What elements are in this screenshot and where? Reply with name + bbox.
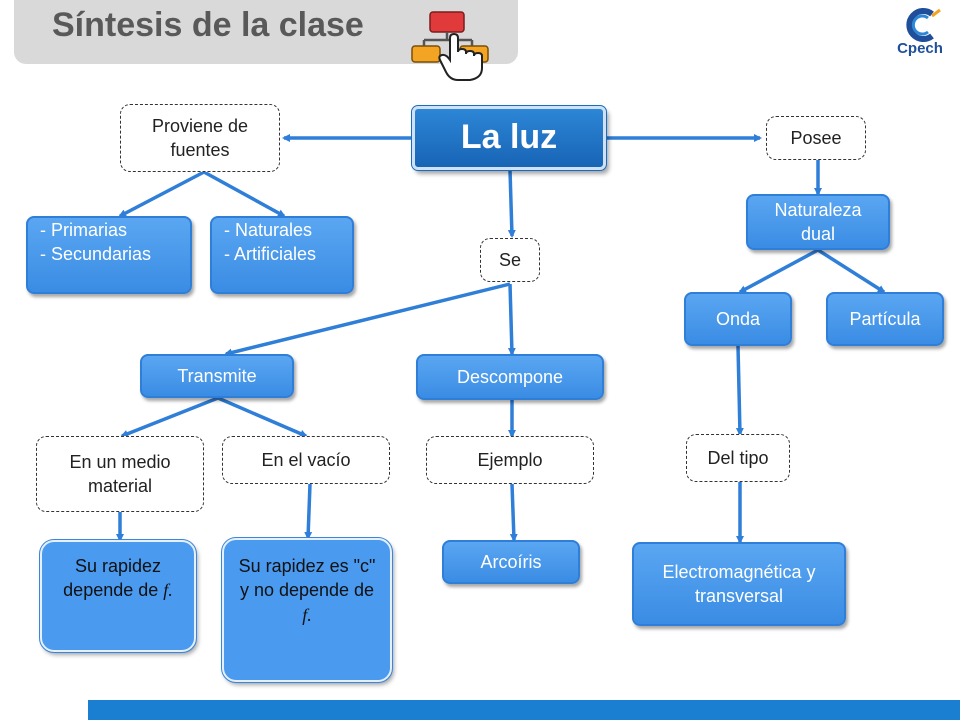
primarias-line-1: - Primarias <box>40 220 128 240</box>
edge-proviene-naturales <box>203 170 286 218</box>
naturales-line-1: - Naturales <box>224 220 313 240</box>
node-descompone: Descompone <box>416 354 604 400</box>
naturales-line-2: - Artificiales <box>224 244 317 265</box>
node-del-tipo: Del tipo <box>686 434 790 482</box>
node-se: Se <box>480 238 540 282</box>
primarias-line-2: - Secundarias <box>40 244 152 265</box>
rapidez-medio-variable: f. <box>163 580 173 601</box>
node-posee: Posee <box>766 116 866 160</box>
edge-luz-se <box>507 169 516 238</box>
node-arcoiris: Arcoíris <box>442 540 580 584</box>
node-rapidez-vacio: Su rapidez es "c" y no depende de f. <box>221 537 393 683</box>
node-primarias: - Primarias - Secundarias <box>26 216 192 294</box>
node-rapidez-medio: Su rapidez depende de f. <box>39 539 197 653</box>
node-la-luz: La luz <box>411 105 607 171</box>
logo-text: Cpech <box>897 40 943 57</box>
node-medio-material: En un medio material <box>36 436 204 512</box>
node-particula: Partícula <box>826 292 944 346</box>
edge-se-transmite <box>224 282 511 357</box>
edge-vacio-rapidez <box>304 483 313 540</box>
node-electromagnetica: Electromagnética y transversal <box>632 542 846 626</box>
cpech-logo-icon <box>906 8 941 42</box>
rapidez-vacio-variable: f. <box>302 604 312 625</box>
rapidez-vacio-text: Su rapidez es "c" y no depende de <box>238 556 376 601</box>
node-naturaleza-dual: Naturaleza dual <box>746 194 890 250</box>
bottom-bar <box>88 700 960 720</box>
page-title: Síntesis de la clase <box>52 6 364 44</box>
flowchart-hand-icon <box>411 11 489 81</box>
edge-ejemplo-arcoiris <box>509 483 518 542</box>
edge-transmite-medio <box>120 396 219 438</box>
cpech-logo: Cpech <box>890 6 950 66</box>
node-ejemplo: Ejemplo <box>426 436 594 484</box>
edge-proviene-primarias <box>118 170 205 218</box>
edge-transmite-vacio <box>217 396 308 438</box>
node-transmite: Transmite <box>140 354 294 398</box>
node-proviene: Proviene de fuentes <box>120 104 280 172</box>
edge-naturaleza-onda <box>738 248 819 294</box>
edge-onda-deltipo <box>735 345 744 436</box>
edge-se-descompone <box>507 283 516 356</box>
node-onda: Onda <box>684 292 792 346</box>
rapidez-medio-text: Su rapidez depende de <box>63 556 162 601</box>
node-naturales: - Naturales - Artificiales <box>210 216 354 294</box>
edge-naturaleza-particula <box>817 248 886 294</box>
node-vacio: En el vacío <box>222 436 390 484</box>
